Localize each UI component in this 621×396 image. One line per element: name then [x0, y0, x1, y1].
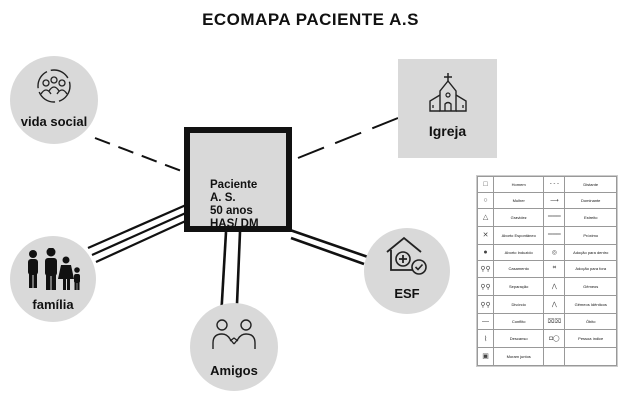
- legend-symbol: ⚲⚲: [476, 259, 495, 279]
- link-familia: [87, 203, 191, 264]
- node-esf: ESF: [364, 228, 450, 314]
- legend-label: Adoção para fora: [564, 259, 617, 279]
- legend-row: ✕Aborto Espontâneo═══Próximo: [476, 225, 617, 245]
- legend-symbol: ═══: [543, 207, 566, 227]
- legend-label: Separação: [493, 277, 545, 297]
- legend-symbol: —: [476, 313, 495, 331]
- legend-row: ▣Moram juntos: [476, 346, 617, 367]
- legend-label: Gravidez: [493, 207, 545, 227]
- patient-name-line: Paciente: [210, 179, 258, 191]
- legend-label: Distante: [564, 176, 617, 193]
- patient-info: Paciente A. S. 50 anos HAS/ DM: [210, 179, 259, 231]
- node-familia-label: família: [32, 297, 74, 312]
- node-vida-social-label: vida social: [20, 114, 88, 129]
- legend-symbol: - - -: [543, 176, 566, 193]
- legend-label: Casamento: [493, 259, 545, 279]
- legend-label: Óbito: [564, 313, 617, 331]
- node-amigos-label: Amigos: [210, 363, 258, 378]
- legend-label: Dominante: [564, 191, 617, 209]
- legend-symbol: ◎: [543, 243, 566, 261]
- legend-label: Estreito: [564, 207, 617, 227]
- legend-label: Mulher: [493, 191, 545, 209]
- legend-symbol: ⌗: [543, 259, 566, 279]
- legend-label: Pessoa índice: [564, 329, 617, 348]
- legend-symbol: ⚲⚲: [476, 295, 495, 315]
- patient-node: Paciente A. S. 50 anos HAS/ DM: [184, 127, 292, 232]
- legend-label: Aborto Induzido: [493, 243, 545, 261]
- legend-row: ○Mulher⟶Dominante: [476, 191, 617, 209]
- people-group-icon: [37, 69, 71, 103]
- legend-label: Próximo: [564, 225, 617, 245]
- legend-row: —Conflito⌧⌧Óbito: [476, 313, 617, 331]
- legend-row: △Gravidez═══Estreito: [476, 207, 617, 227]
- legend-row: ⚲⚲Separação⋀Gêmeos: [476, 277, 617, 297]
- link-vida-social: [94, 137, 185, 173]
- legend-symbol: ⋀: [543, 295, 566, 315]
- legend-row: ⌇Descanso◘◯Pessoa índice: [476, 329, 617, 348]
- legend-symbol: △: [476, 207, 495, 227]
- legend-label: Conflito: [493, 313, 545, 331]
- legend-symbol: ✕: [476, 225, 495, 245]
- node-igreja-label: Igreja: [428, 123, 467, 139]
- patient-initials-line: A. S.: [210, 192, 236, 204]
- legend-table: □Homem- - -Distante○Mulher⟶Dominante△Gra…: [476, 175, 618, 367]
- node-familia: família: [10, 236, 96, 322]
- legend-row: ⚲⚲Casamento⌗Adoção para fora: [476, 259, 617, 279]
- legend-symbol: ⌧⌧: [543, 313, 566, 331]
- legend-label: Adoção para dentro: [564, 243, 617, 261]
- legend-grid: □Homem- - -Distante○Mulher⟶Dominante△Gra…: [476, 176, 617, 367]
- patient-age-line: 50 anos: [210, 205, 253, 217]
- legend-symbol: [543, 346, 566, 367]
- node-amigos: Amigos: [190, 303, 278, 391]
- legend-symbol: ◘◯: [543, 329, 566, 348]
- node-vida-social: vida social: [10, 56, 98, 144]
- legend-symbol: ●: [476, 243, 495, 261]
- patient-condition-line: HAS/ DM: [210, 218, 259, 230]
- legend-label: Gêmeos: [564, 277, 617, 297]
- legend-symbol: ⚲⚲: [476, 277, 495, 297]
- node-esf-label: ESF: [394, 286, 420, 301]
- link-igreja: [297, 117, 399, 159]
- legend-row: □Homem- - -Distante: [476, 176, 617, 193]
- node-igreja: Igreja: [398, 59, 497, 158]
- legend-label: Gêmeos Idênticos: [564, 295, 617, 315]
- legend-row: ⚲⚲Divórcio⋀Gêmeos Idênticos: [476, 295, 617, 315]
- legend-symbol: ⟶: [543, 191, 566, 209]
- legend-label: Divórcio: [493, 295, 545, 315]
- legend-row: ●Aborto Induzido◎Adoção para dentro: [476, 243, 617, 261]
- legend-label: [564, 346, 617, 367]
- legend-label: Descanso: [493, 329, 545, 348]
- diagram-title: ECOMAPA PACIENTE A.S: [202, 10, 419, 29]
- church-icon: [429, 73, 467, 112]
- health-house-icon: [386, 236, 427, 275]
- family-icon: [28, 248, 80, 290]
- legend-symbol: ═══: [543, 225, 566, 245]
- legend-label: Homem: [493, 176, 545, 193]
- legend-symbol: ▣: [476, 346, 495, 367]
- legend-symbol: ○: [476, 191, 495, 209]
- legend-label: Moram juntos: [493, 346, 545, 367]
- legend-symbol: ⋀: [543, 277, 566, 297]
- legend-symbol: ⌇: [476, 329, 495, 348]
- friends-icon: [212, 319, 256, 349]
- legend-symbol: □: [476, 176, 495, 193]
- legend-label: Aborto Espontâneo: [493, 225, 545, 245]
- link-esf: [289, 228, 369, 266]
